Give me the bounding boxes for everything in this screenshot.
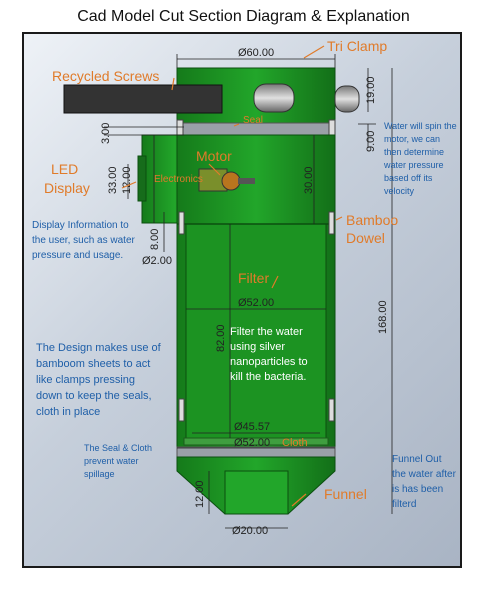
label-recycled-screws: Recycled Screws <box>52 68 160 84</box>
label-filter: Filter <box>238 270 270 286</box>
dim-d82: 82.00 <box>215 324 227 352</box>
motor-rotor <box>221 171 241 191</box>
dim-d12: 12.00 <box>121 166 133 194</box>
dimension-texts: Ø60.00 19.00 9.00 3.00 33.00 12.00 30.00… <box>100 47 389 537</box>
note-display-info: Display Information to the user, such as… <box>32 220 135 261</box>
diagram-title: Cad Model Cut Section Diagram & Explanat… <box>77 8 410 25</box>
dim-d60: Ø60.00 <box>238 47 274 59</box>
bamboo-dowel-left-bottom <box>178 398 185 422</box>
note-water-spin: Water will spin the motor, we can then d… <box>384 121 457 196</box>
note-funnel-out: Funnel Out the water after is has been f… <box>392 454 456 510</box>
dim-d168: 168.00 <box>377 300 389 334</box>
label-display: Display <box>44 180 90 196</box>
screw-head-outer <box>334 85 360 113</box>
dim-d4557: Ø45.57 <box>234 421 270 433</box>
note-filter-desc: Filter the water using silver nanopartic… <box>230 326 308 383</box>
dim-d12b: 12.00 <box>194 480 206 508</box>
label-bamboo: Bamboo <box>346 212 399 228</box>
dim-d52b: Ø52.00 <box>234 437 270 449</box>
dim-d19: 19.00 <box>365 76 377 104</box>
label-cloth: Cloth <box>282 437 308 449</box>
label-motor: Motor <box>196 148 232 164</box>
led-display-panel <box>137 155 147 202</box>
dim-d33: 33.00 <box>107 166 119 194</box>
bamboo-dowel-left-top <box>178 211 185 235</box>
dim-d20: Ø20.00 <box>232 525 268 537</box>
bamboo-dowel-right-bottom <box>328 398 335 422</box>
dim-d2: Ø2.00 <box>142 255 172 267</box>
label-funnel: Funnel <box>324 486 367 502</box>
dim-d3: 3.00 <box>100 123 112 144</box>
dim-d52a: Ø52.00 <box>238 297 274 309</box>
dim-d30: 30.00 <box>303 166 315 194</box>
dim-d9: 9.00 <box>365 131 377 152</box>
dim-d8: 8.00 <box>149 229 161 250</box>
note-seal-cloth: The Seal & Cloth prevent water spillage <box>84 443 153 479</box>
annotation-leaders <box>121 45 343 507</box>
cad-drawing: Ø60.00 19.00 9.00 3.00 33.00 12.00 30.00… <box>63 45 393 537</box>
note-design: The Design makes use of bamboom sheets t… <box>36 342 161 418</box>
motor-shaft <box>238 178 255 184</box>
label-seal: Seal <box>243 115 264 126</box>
label-tri-clamp: Tri Clamp <box>327 38 388 54</box>
filter-chamber <box>185 223 327 445</box>
cloth-layer <box>183 437 329 446</box>
label-electronics: Electronics <box>154 174 203 185</box>
screw-head-inner <box>253 83 295 113</box>
diagram-frame: Ø60.00 19.00 9.00 3.00 33.00 12.00 30.00… <box>22 32 462 568</box>
label-dowel: Dowel <box>346 230 385 246</box>
funnel-outlet <box>224 470 289 515</box>
label-led: LED <box>51 161 79 177</box>
bamboo-dowel-right-top <box>328 211 335 235</box>
recycled-screw-bar <box>63 84 223 114</box>
dimension-lines <box>104 54 393 529</box>
